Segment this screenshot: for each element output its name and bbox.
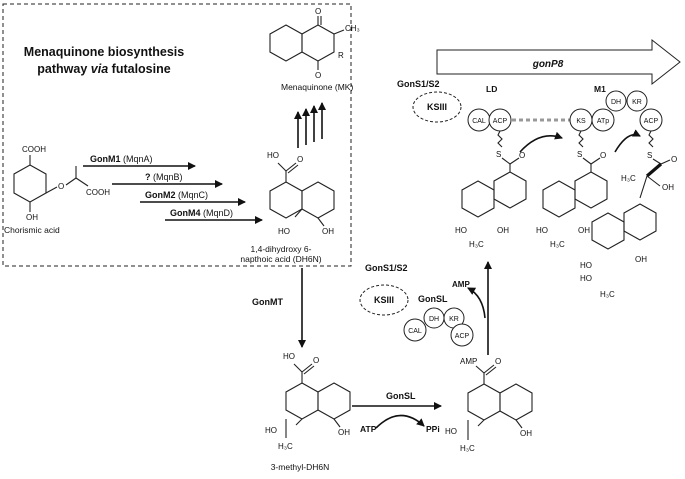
ks-s: S — [577, 150, 582, 159]
m1-bold-bond — [645, 162, 663, 178]
kr-lower-text: KR — [449, 316, 459, 323]
ld-o: O — [519, 151, 525, 160]
dh6n-ho: HO — [267, 151, 279, 160]
enzyme-gonm4: GonM4 (MqnD) — [170, 208, 233, 218]
m1-acp-product: S O H₃C OH HO HO OH H₃C — [580, 130, 677, 299]
kr-upper-text: KR — [632, 99, 642, 106]
amp-substituent: AMP — [460, 357, 477, 366]
atp-label: ATP — [360, 424, 377, 434]
ks-ho: HO — [536, 226, 548, 235]
gons1s2-lower-label: GonS1/S2 — [365, 263, 408, 273]
gons1s2-upper-label: GonS1/S2 — [397, 79, 440, 89]
acp-lower-text: ACP — [455, 333, 470, 340]
box-title-line2: pathway via futalosine — [37, 62, 170, 76]
ks-o: O — [600, 151, 606, 160]
mdh6n-ho: HO — [265, 426, 277, 435]
chorismic-o: O — [58, 182, 64, 191]
acp-domain-lower — [450, 323, 474, 347]
dh-upper-text: DH — [611, 99, 621, 106]
m1-oh: OH — [635, 255, 647, 264]
mdh6n-h3c: H₃C — [278, 442, 293, 451]
dh6n-o: O — [297, 155, 303, 164]
amp-release-label: AMP — [452, 280, 470, 289]
ks-oh: OH — [578, 226, 590, 235]
m1-h3c-side: H₃C — [621, 174, 636, 183]
amp-dh6n-structure: O AMP OH HO H₃C — [445, 357, 533, 453]
m1-ho-1: HO — [580, 261, 592, 270]
ks-text: KS — [576, 118, 586, 125]
amp-ho: HO — [445, 427, 457, 436]
transfer-arrow-1 — [519, 131, 563, 153]
dh6n-label-line1: 1,4-dihydroxy 6- — [251, 244, 312, 254]
cal-upper-text: CAL — [472, 118, 486, 125]
dh6n-structure: O HO OH HO — [267, 151, 335, 236]
mdh6n-oh: OH — [338, 428, 350, 437]
cal-lower-text: CAL — [408, 328, 422, 335]
atp-ppi-curve — [375, 414, 425, 429]
mk-o-bottom: O — [315, 71, 321, 80]
gonp8-gene-arrow — [436, 38, 681, 86]
ld-oh: OH — [497, 226, 509, 235]
mk-ch3: CH₃ — [345, 24, 360, 33]
menaquinone-pathway-box — [2, 3, 352, 267]
m1-h3c: H₃C — [600, 290, 615, 299]
ksiii-upper-ellipse — [412, 91, 462, 123]
ks-thioester: S O HO OH H₃C — [536, 130, 608, 249]
dh-lower-text: DH — [429, 316, 439, 323]
kr-domain-upper — [626, 90, 648, 112]
mk-o-top: O — [315, 7, 321, 16]
mk-r: R — [338, 51, 344, 60]
transfer-arrow-2 — [614, 129, 641, 153]
m1-side-oh: OH — [662, 183, 674, 192]
methyl-dh6n-structure: O HO OH HO H₃C — [265, 352, 351, 451]
m1-o: O — [671, 155, 677, 164]
cal-domain-lower — [403, 318, 427, 342]
at-text: ATp — [597, 118, 609, 125]
amp-oh: OH — [520, 429, 532, 438]
chorismic-oh: OH — [26, 213, 38, 222]
acp-m1-text: ACP — [644, 118, 659, 125]
chorismic-acid-label: Chorismic acid — [4, 225, 60, 235]
menaquinone-structure: O O CH₃ R — [269, 7, 360, 80]
ld-s: S — [496, 150, 501, 159]
gonmt-label: GonMT — [252, 297, 283, 307]
dh6n-oh-right: OH — [322, 227, 334, 236]
amp-o: O — [495, 357, 501, 366]
ksiii-upper-label: KSIII — [427, 102, 447, 112]
gonp8-label: gonP8 — [532, 59, 564, 70]
module-ld-label: LD — [486, 84, 497, 94]
amp-release-curve — [467, 287, 486, 319]
dh-domain-upper — [605, 90, 627, 112]
m1-s: S — [647, 151, 652, 160]
dh6n-ho-left: HO — [278, 227, 290, 236]
mdh6n-o: O — [313, 356, 319, 365]
box-title-line1: Menaquinone biosynthesis — [24, 45, 184, 59]
m1-ho-2: HO — [580, 274, 592, 283]
ld-ho: HO — [455, 226, 467, 235]
chorismic-cooh2: COOH — [86, 188, 110, 197]
gonsl-label: GonSL — [386, 391, 416, 401]
chorismic-cooh: COOH — [22, 145, 46, 154]
module-m1-label: M1 — [594, 84, 606, 94]
acp-ld-text: ACP — [493, 118, 508, 125]
mdh6n-ho-top: HO — [283, 352, 295, 361]
amp-h3c: H₃C — [460, 444, 475, 453]
ppi-label: PPi — [426, 424, 440, 434]
ld-acp-thioester: S O HO OH H₃C — [455, 130, 527, 249]
ld-h3c: H₃C — [469, 240, 484, 249]
chorismic-acid-structure: COOH OH O COOH — [13, 145, 110, 222]
dh6n-label-line2: napthoic acid (DH6N) — [240, 254, 321, 264]
enzyme-mqnb: ? (MqnB) — [145, 172, 183, 182]
at-domain — [591, 108, 615, 132]
ksiii-lower-ellipse — [359, 284, 409, 316]
enzyme-gonm2: GonM2 (MqnC) — [145, 190, 208, 200]
methyl-dh6n-label: 3-methyl-DH6N — [271, 462, 330, 472]
menaquinone-label: Menaquinone (MK) — [281, 82, 353, 92]
ks-h3c: H₃C — [550, 240, 565, 249]
gonsl-domain-label: GonSL — [418, 294, 448, 304]
ksiii-lower-label: KSIII — [374, 295, 394, 305]
enzyme-gonm1: GonM1 (MqnA) — [90, 154, 153, 164]
